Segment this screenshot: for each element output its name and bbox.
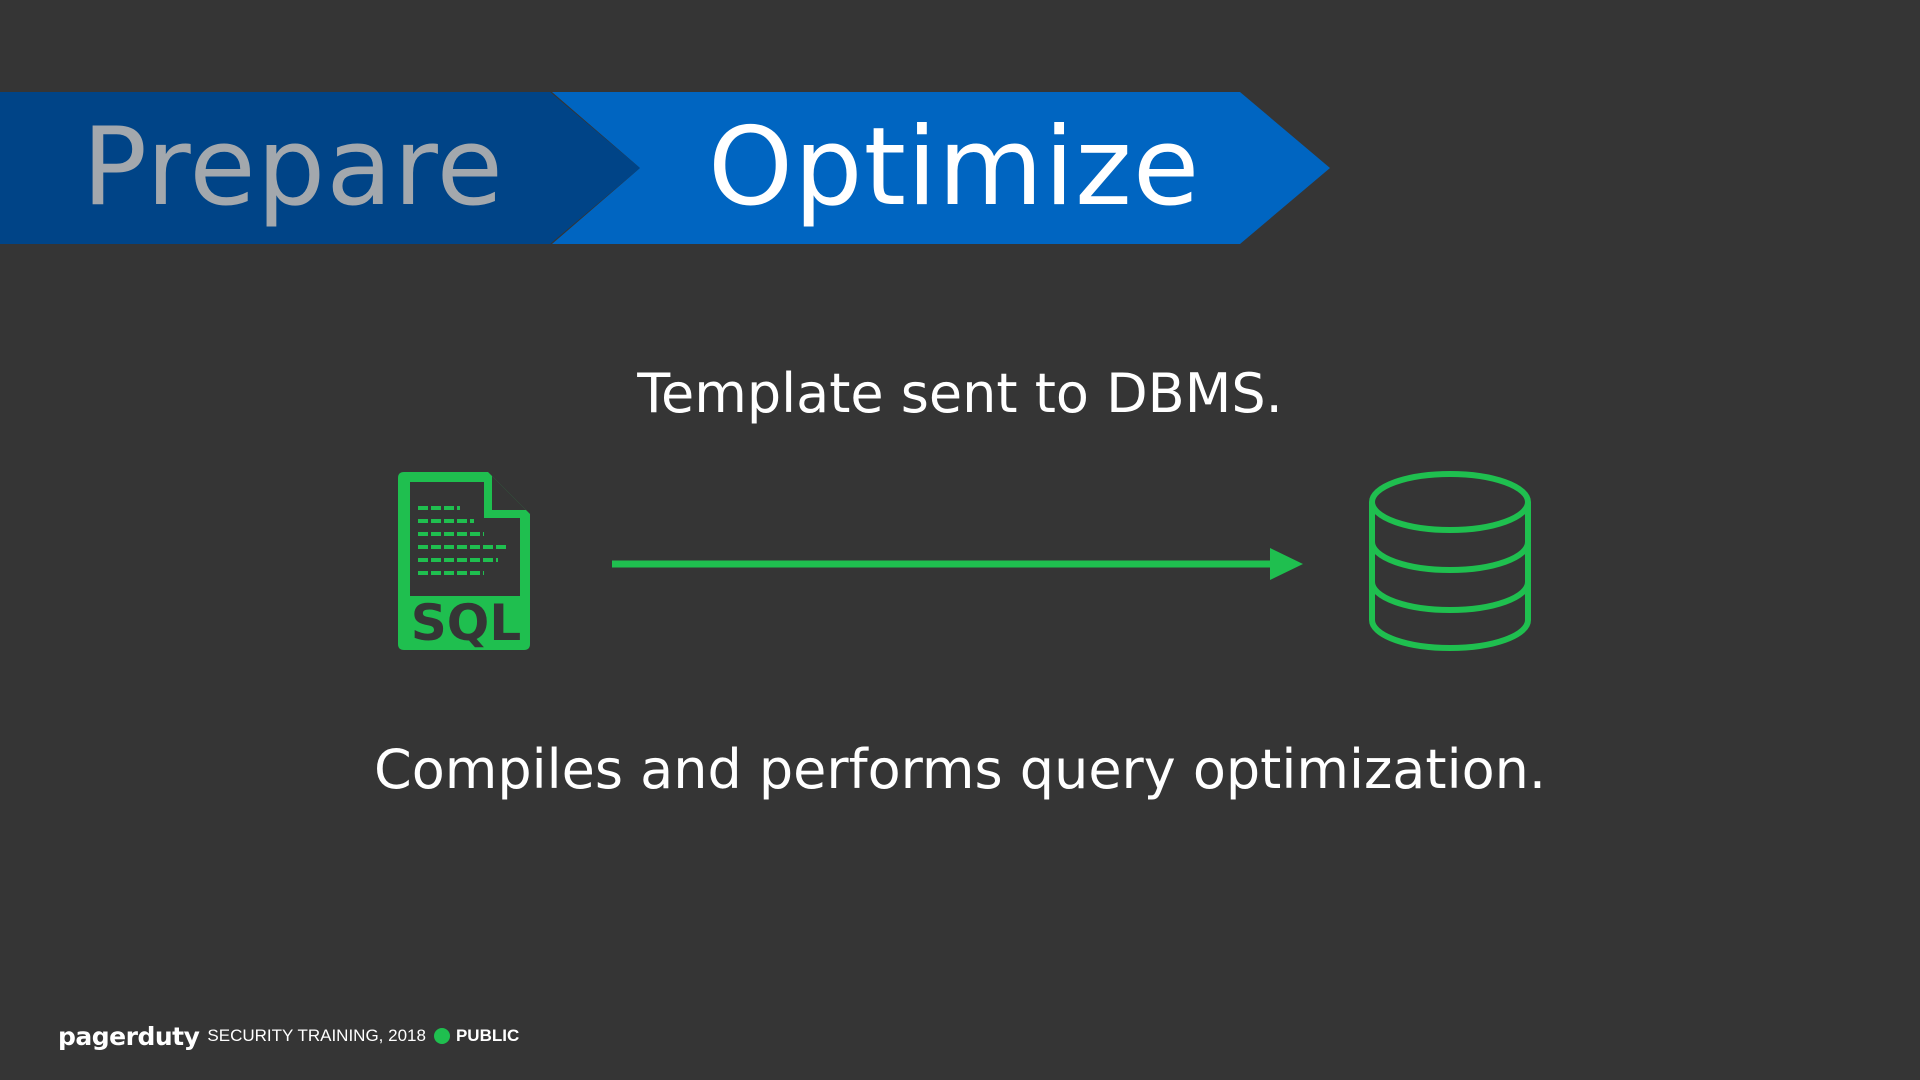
arrow-right-icon [612,548,1303,580]
flow-diagram-svg: SQL [398,471,1531,652]
step-banner [0,92,1340,244]
footer-text: SECURITY TRAINING, 2018 [207,1026,426,1045]
status-dot-icon [433,1028,450,1044]
sql-icon-label: SQL [411,594,521,652]
step-banner-shapes [0,92,1330,244]
step-prepare-label: Prepare [82,105,504,230]
pagerduty-logo: pagerduty [58,1021,200,1051]
caption-top: Template sent to DBMS. [637,362,1283,425]
caption-bottom: Compiles and performs query optimization… [374,738,1546,801]
database-icon [1369,471,1531,651]
step-prepare-chevron [0,92,640,244]
step-optimize-chevron [552,92,1330,244]
flow-diagram: SQL [0,460,1920,660]
step-optimize-label: Optimize [708,105,1201,230]
classification-badge: PUBLIC [455,1026,520,1045]
sql-file-icon: SQL [398,472,530,652]
footer: pagerduty SECURITY TRAINING, 2018 PUBLIC [58,1021,520,1051]
